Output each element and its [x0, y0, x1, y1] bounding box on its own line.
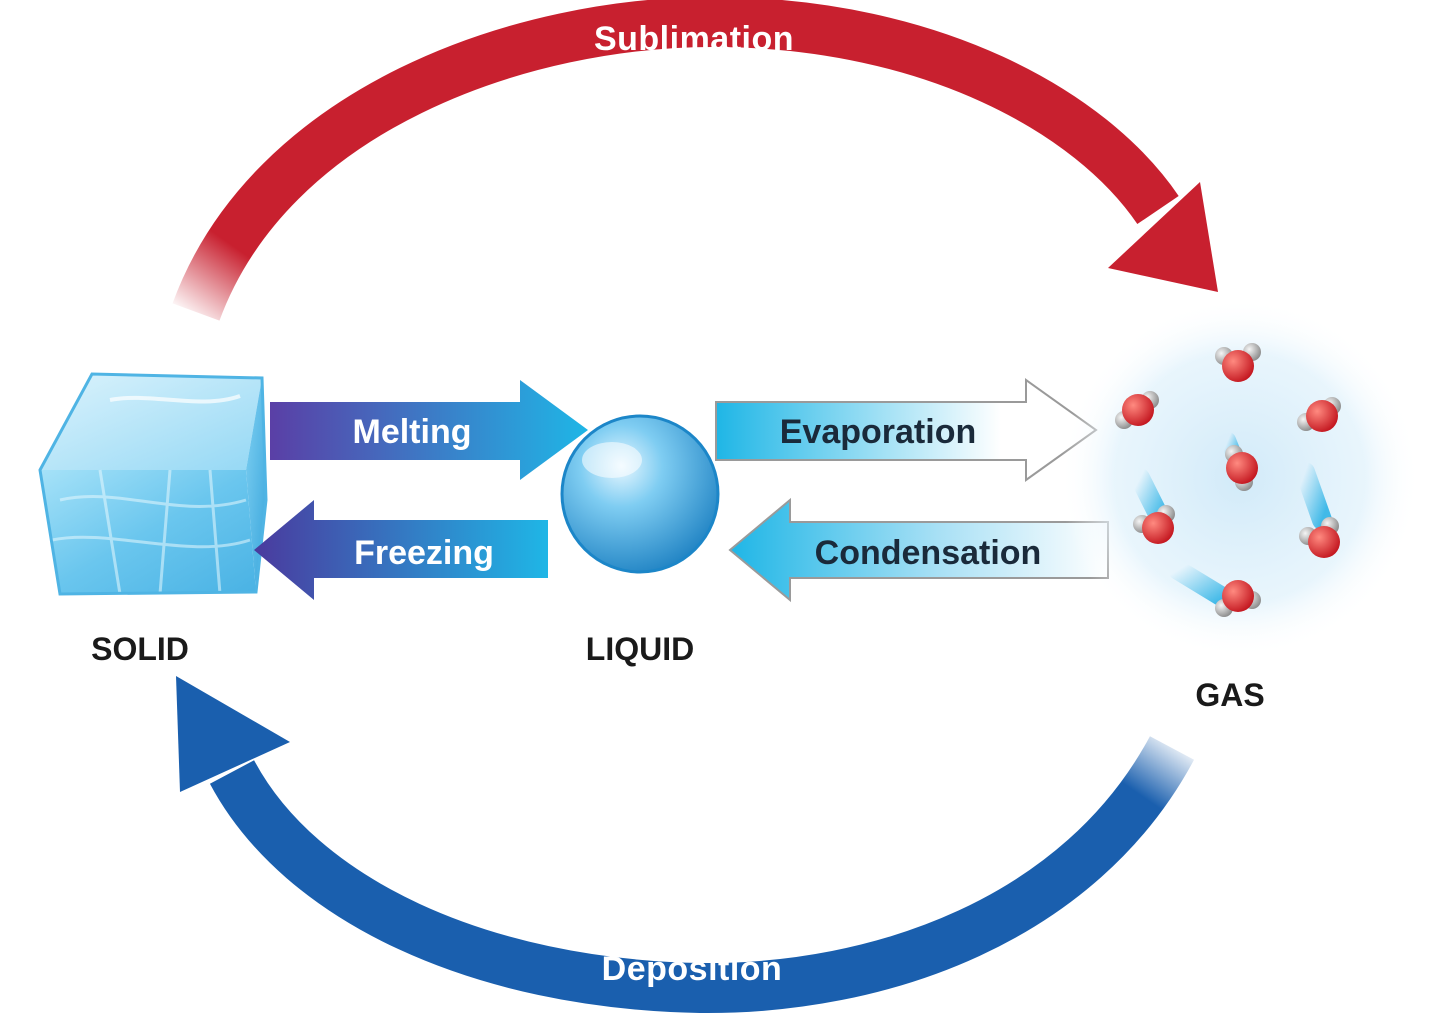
water-molecule: [1225, 445, 1258, 491]
water-molecule: [1297, 397, 1341, 432]
water-molecule: [1115, 391, 1159, 429]
water-molecule: [1133, 505, 1175, 544]
water-molecule: [1215, 343, 1261, 382]
condensation-arrow: Condensation: [728, 497, 1109, 603]
liquid-label: LIQUID: [586, 631, 694, 667]
deposition-arrowhead: [176, 676, 290, 792]
ice-cube: [38, 372, 268, 596]
sublimation-arrowhead: [1108, 182, 1218, 292]
freezing-arrow: Freezing: [254, 500, 548, 600]
evaporation-arrow: Evaporation: [715, 378, 1098, 482]
melting-label: Melting: [353, 413, 472, 451]
sublimation-label: Sublimation: [594, 20, 794, 58]
evaporation-label: Evaporation: [780, 413, 976, 451]
water-droplet: [560, 414, 720, 574]
condensation-label: Condensation: [815, 534, 1042, 572]
gas-label: GAS: [1195, 677, 1264, 713]
freezing-label: Freezing: [354, 534, 494, 572]
deposition-label: Deposition: [602, 950, 783, 988]
melting-arrow: Melting: [270, 380, 588, 480]
solid-label: SOLID: [91, 631, 189, 667]
water-molecule: [1299, 517, 1340, 558]
water-molecule: [1215, 580, 1261, 617]
sublimation-arrow: Sublimation: [172, 0, 1218, 321]
deposition-arrow: Deposition: [176, 676, 1195, 1014]
